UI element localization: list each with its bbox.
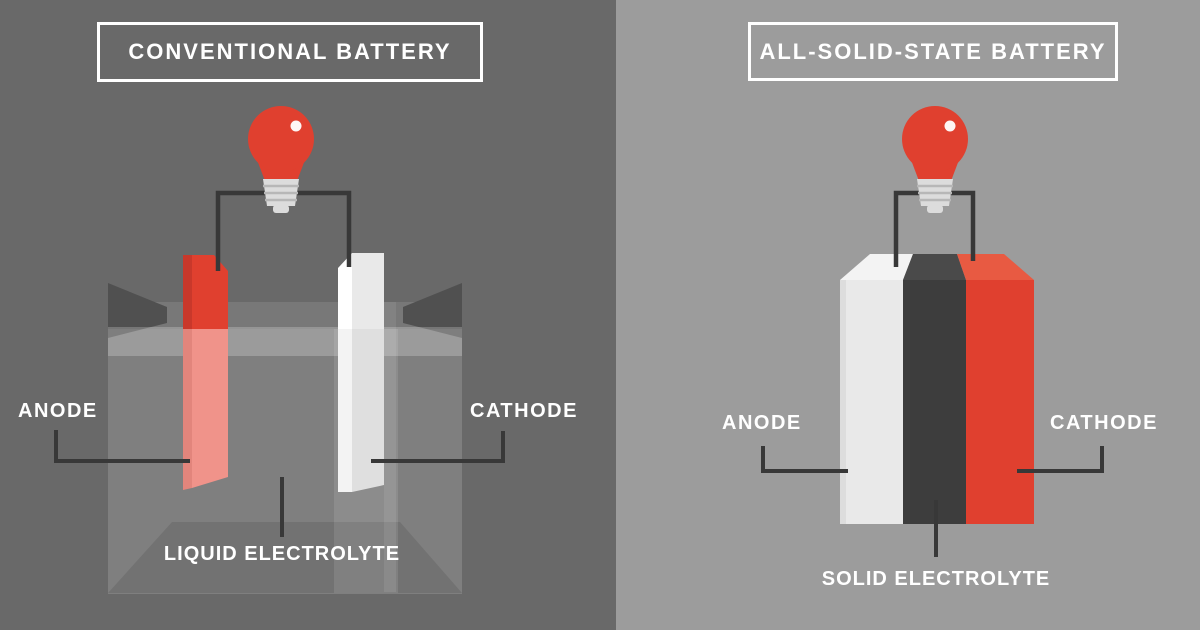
cathode-submerged-front xyxy=(352,329,384,492)
left-title: CONVENTIONAL BATTERY xyxy=(128,39,452,64)
conventional-battery-diagram xyxy=(54,106,505,594)
solid-electrolyte-label: SOLID ELECTROLYTE xyxy=(821,568,1051,590)
anode-stripe xyxy=(840,280,903,524)
cathode-submerged-side xyxy=(338,329,352,492)
tank-floor xyxy=(108,522,462,593)
tank-corner-wedge-left xyxy=(108,283,167,338)
liquid-surface xyxy=(108,327,462,356)
bulb-tip xyxy=(927,205,943,213)
cathode-front-face xyxy=(352,253,384,329)
cathode-stripe xyxy=(966,280,1034,524)
bulb-screw-threads xyxy=(263,184,299,202)
anode-pointer-line xyxy=(761,446,848,473)
conventional-battery-panel: CONVENTIONAL BATTERY ANODE CATHODE LIQUI… xyxy=(0,0,616,630)
bulb-tip xyxy=(273,205,289,213)
bulb-highlight xyxy=(944,120,956,132)
cathode-side-face xyxy=(338,253,352,329)
cathode-pointer-line xyxy=(371,431,505,463)
light-bulb-icon xyxy=(248,106,314,213)
solid-battery-block xyxy=(840,254,1034,524)
bulb-highlight xyxy=(290,120,302,132)
cathode-top-face xyxy=(957,254,1034,280)
left-cathode-label: CATHODE xyxy=(470,400,578,422)
anode-top-face xyxy=(840,254,913,280)
anode-submerged-front xyxy=(192,329,228,488)
tank-corner-wedge-right xyxy=(403,283,462,338)
bulb-screw-threads xyxy=(917,184,953,202)
anode-front-face xyxy=(192,255,228,329)
anode-pointer-line xyxy=(54,430,190,463)
liquid-electrolyte-label: LIQUID ELECTROLYTE xyxy=(163,543,401,565)
right-title-box: ALL-SOLID-STATE BATTERY xyxy=(748,22,1118,81)
tank-glass xyxy=(108,302,462,594)
right-title: ALL-SOLID-STATE BATTERY xyxy=(759,38,1107,64)
solid-electrolyte-stripe xyxy=(903,280,966,524)
anode-side-face xyxy=(183,255,192,329)
solid-state-battery-diagram xyxy=(761,106,1104,557)
bulb-glass xyxy=(248,106,314,172)
anode-stripe-edge xyxy=(840,280,846,524)
right-anode-label: ANODE xyxy=(722,412,802,434)
glass-highlight xyxy=(384,302,396,592)
cathode-pointer-line xyxy=(1017,446,1104,473)
bulb-glass xyxy=(902,106,968,172)
electrolyte-top-face xyxy=(903,254,966,280)
right-cathode-label: CATHODE xyxy=(1050,412,1158,434)
anode-plate xyxy=(183,255,228,490)
left-title-box: CONVENTIONAL BATTERY xyxy=(97,22,483,82)
left-anode-label: ANODE xyxy=(18,400,98,422)
light-bulb-icon xyxy=(902,106,968,213)
solid-state-battery-panel: ALL-SOLID-STATE BATTERY ANODE CATHODE SO… xyxy=(616,0,1200,630)
cathode-plate xyxy=(338,253,384,492)
anode-submerged-side xyxy=(183,329,192,490)
